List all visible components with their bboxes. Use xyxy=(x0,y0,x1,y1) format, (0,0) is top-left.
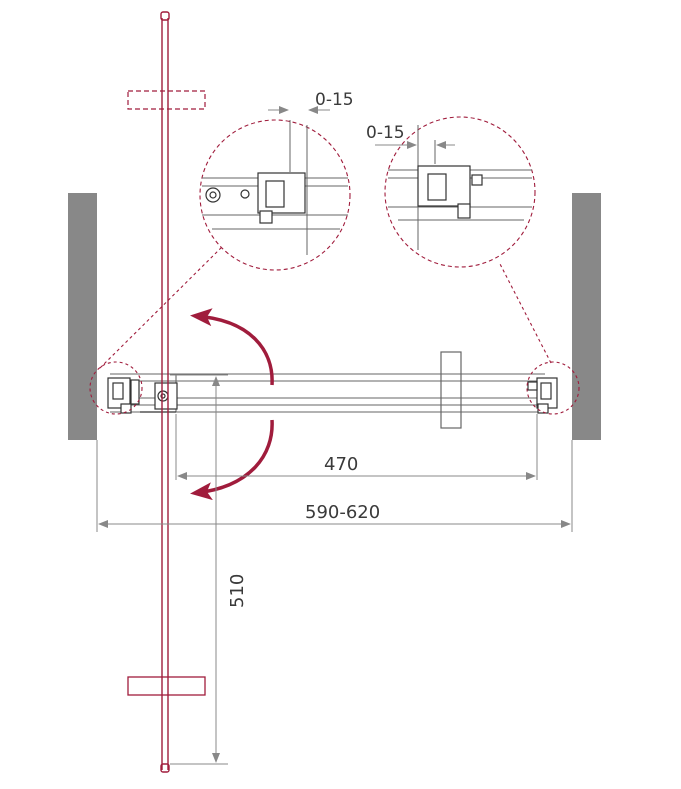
door-opening-dim xyxy=(175,414,538,480)
door-depth-dim-label: 510 xyxy=(227,574,248,608)
detail-right xyxy=(384,116,536,268)
total-width-dim xyxy=(96,440,573,532)
handle-bottom xyxy=(127,676,206,696)
leader-left xyxy=(99,239,230,369)
right-wall xyxy=(572,193,601,440)
hinge xyxy=(140,382,178,413)
door-opening-dim-label: 470 xyxy=(324,454,358,475)
detail-right-dim-label: 0-15 xyxy=(366,123,405,143)
right-wall-profile xyxy=(527,377,558,414)
left-wall xyxy=(68,193,97,440)
swing-arrow-up xyxy=(190,308,274,386)
leader-right xyxy=(498,261,552,364)
detail-marker-left xyxy=(89,361,143,415)
left-wall-profile xyxy=(107,377,140,414)
swing-arrow-down xyxy=(190,419,274,501)
detail-left xyxy=(199,119,351,271)
total-width-dim-label: 590-620 xyxy=(305,502,380,523)
door-handle xyxy=(440,351,462,429)
door-rail xyxy=(110,373,545,413)
swing-door xyxy=(160,11,170,773)
detail-left-dim-label: 0-15 xyxy=(315,90,354,110)
handle-open-position xyxy=(127,90,206,110)
detail-marker-right xyxy=(526,361,580,415)
door-depth-dim xyxy=(170,374,228,765)
